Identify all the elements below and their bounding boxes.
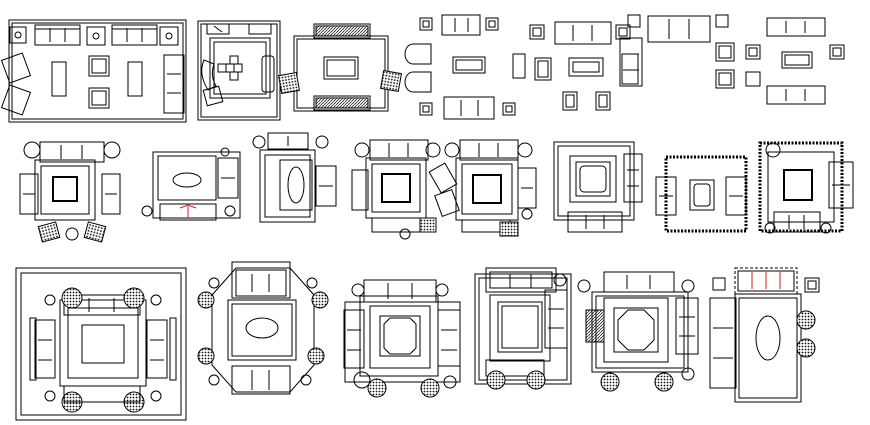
bottom-set-2	[197, 261, 329, 395]
middle-set-8	[758, 141, 854, 234]
top-living-set-1	[0, 19, 187, 123]
top-living-set-7	[745, 17, 845, 105]
middle-set-7	[655, 155, 748, 233]
top-living-set-4	[404, 14, 526, 120]
bottom-set-1	[15, 267, 187, 421]
top-living-set-6	[619, 14, 735, 89]
bottom-set-4	[474, 267, 572, 390]
bottom-set-5	[577, 271, 699, 392]
top-living-set-5	[529, 21, 639, 111]
top-living-set-2	[197, 20, 281, 121]
top-living-set-3	[277, 23, 403, 112]
middle-set-6	[553, 141, 643, 233]
middle-set-1	[19, 141, 121, 243]
bottom-set-6	[709, 267, 820, 403]
middle-set-4	[351, 139, 458, 240]
middle-set-2	[141, 147, 241, 221]
bottom-set-3	[343, 279, 461, 398]
middle-set-3	[252, 132, 337, 223]
middle-set-5	[434, 139, 537, 237]
